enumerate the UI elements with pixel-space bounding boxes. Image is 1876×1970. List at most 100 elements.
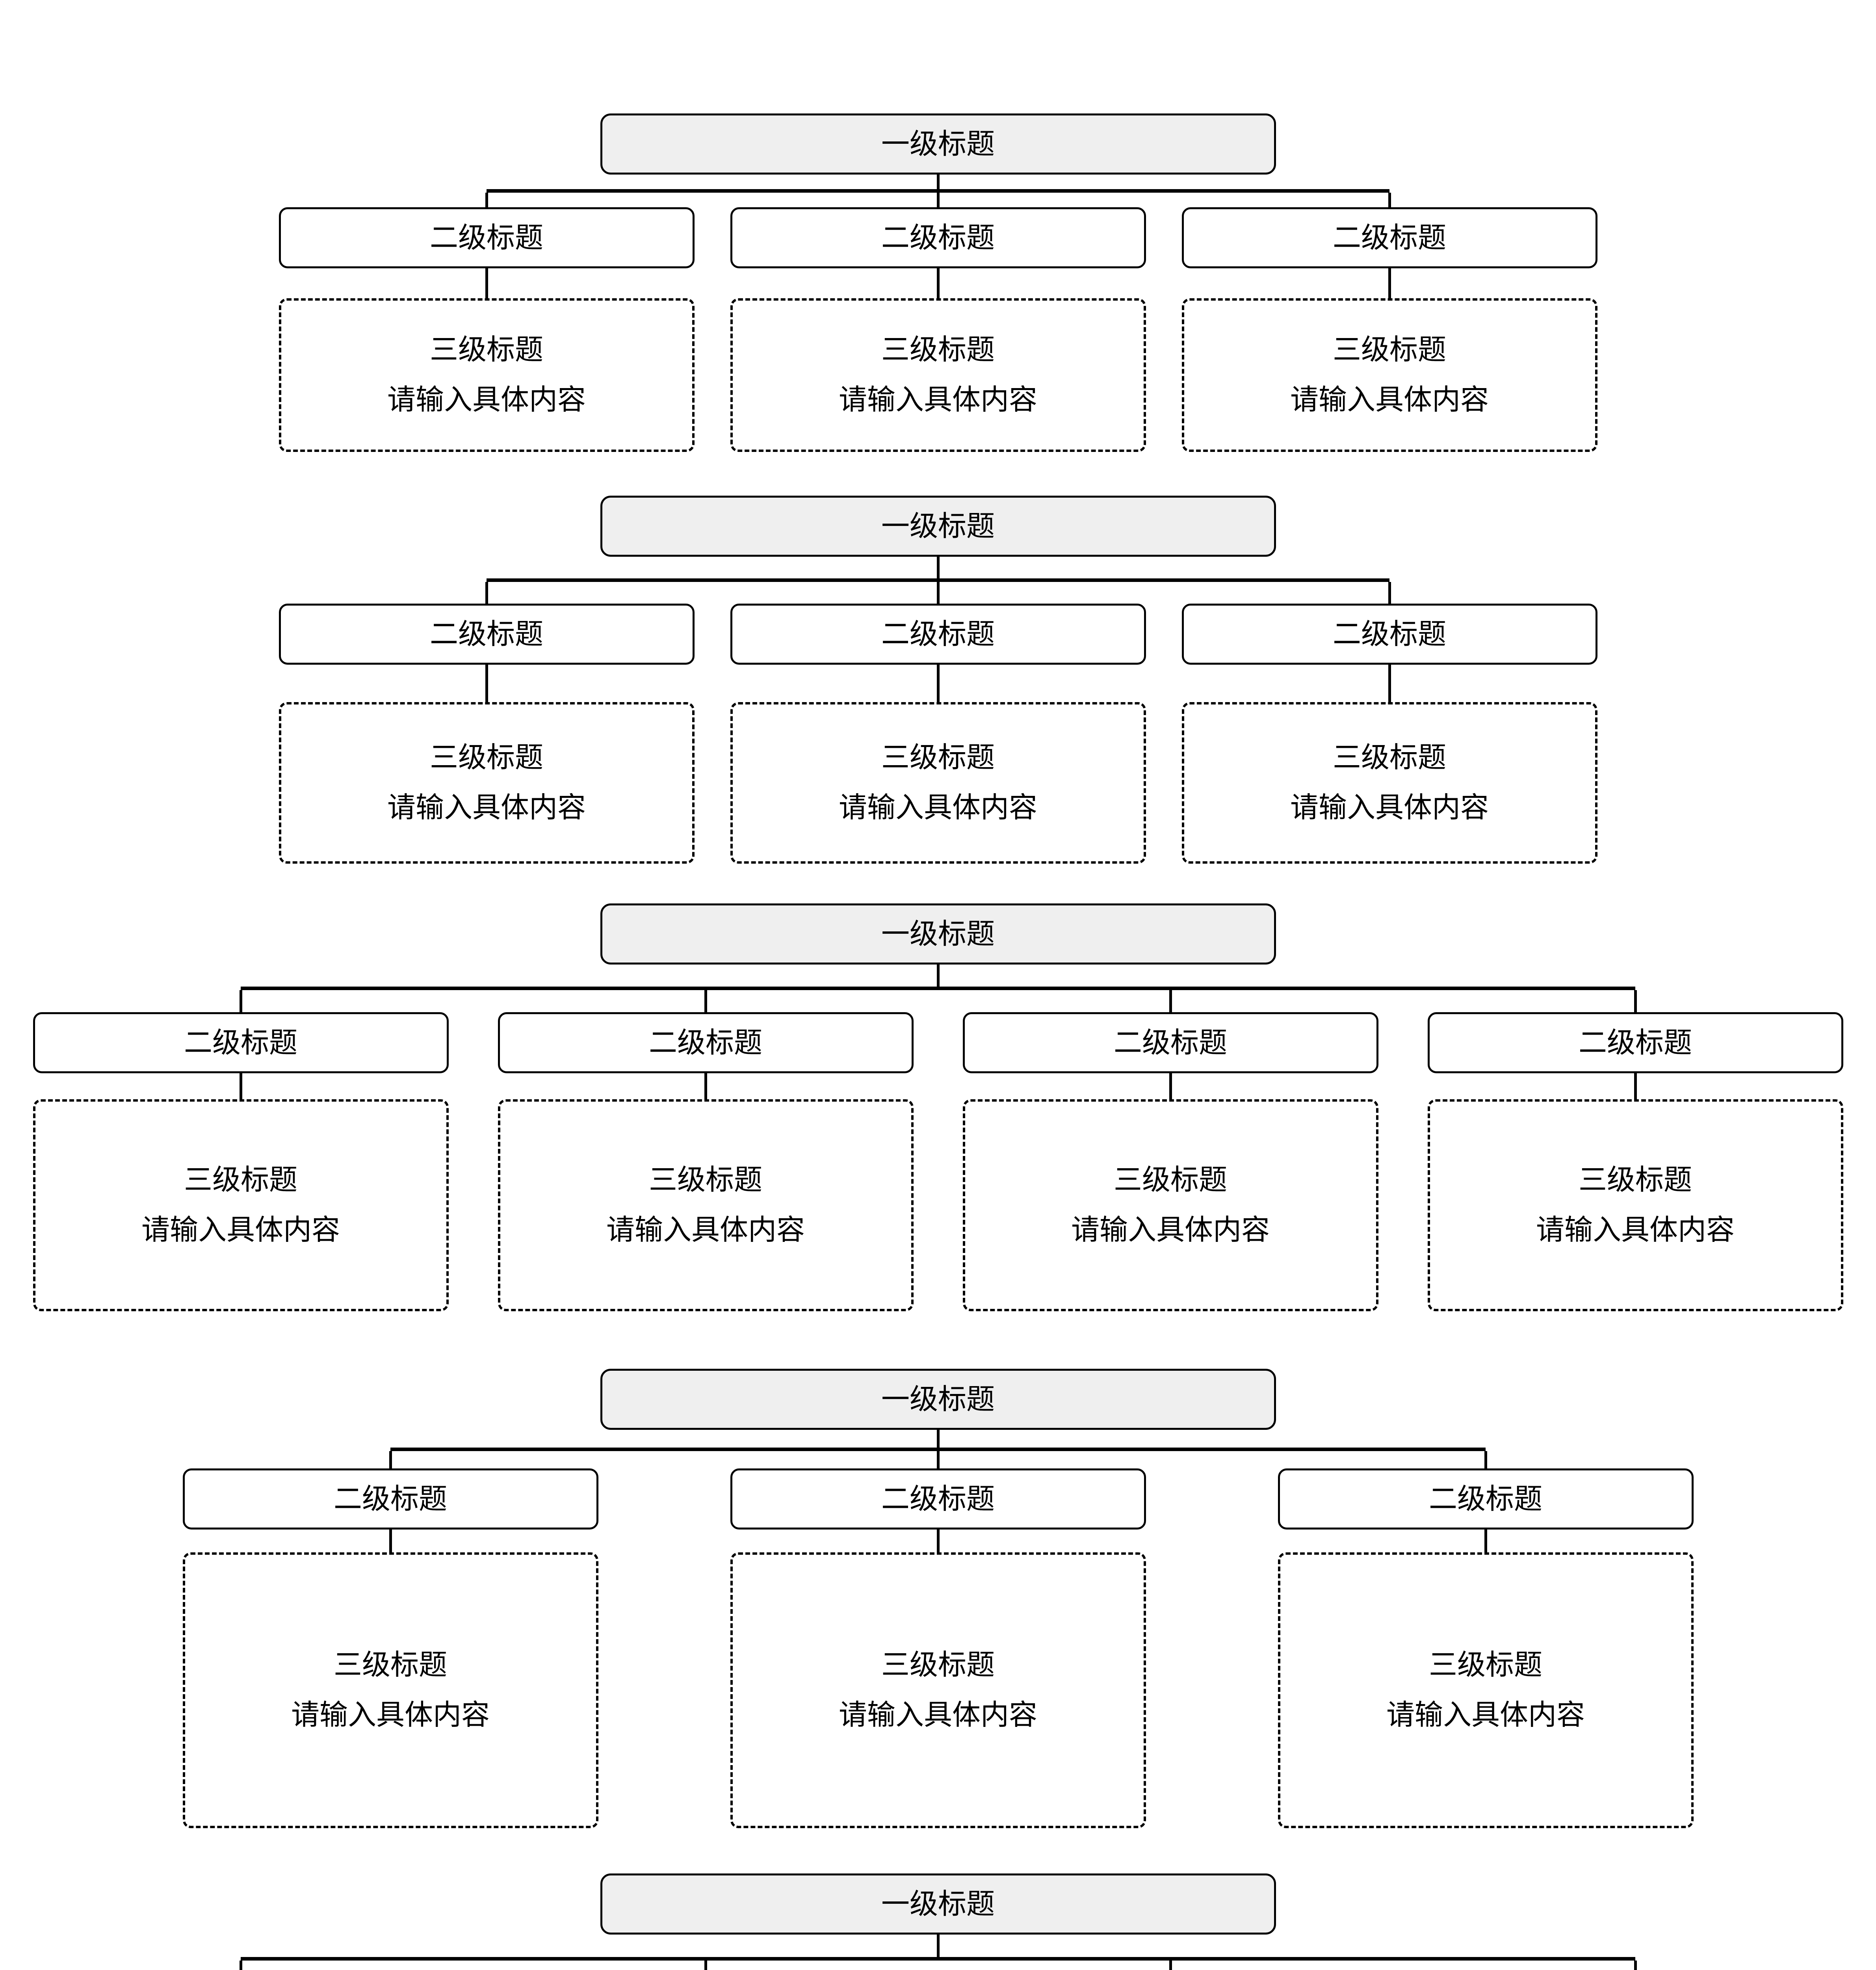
connector-detail-stub (485, 665, 488, 702)
level3-node[interactable]: 三级标题 请输入具体内容 (1181, 298, 1597, 452)
level3-node[interactable]: 三级标题 请输入具体内容 (1181, 702, 1597, 864)
connector-child-stub (1484, 1451, 1487, 1468)
level3-placeholder: 请输入具体内容 (291, 1699, 490, 1731)
connector-detail-stub (1634, 1073, 1637, 1099)
connector-horizontal-line (390, 1448, 1486, 1451)
connector-child-stub (936, 1451, 940, 1468)
org-chart-4: 一级标题 二级标题 三级标题 请输入具体内容 二级标题 三级标题 请输入具体内容 (0, 1369, 1876, 1828)
connector-detail-stub (1484, 1530, 1487, 1552)
level3-placeholder: 请输入具体内容 (141, 1214, 340, 1246)
org-chart-1: 一级标题 二级标题 三级标题 请输入具体内容 二级标题 三级标题 请输入具体内容 (0, 113, 1876, 452)
level3-node[interactable]: 三级标题 请输入具体内容 (1278, 1552, 1694, 1828)
branch-column: 二级标题 三级标题 请输入具体内容 (1181, 193, 1597, 452)
level3-placeholder: 请输入具体内容 (1071, 1214, 1270, 1246)
connector-child-stub (389, 1451, 392, 1468)
connector-detail-stub (389, 1530, 392, 1552)
level2-node[interactable]: 二级标题 (1427, 1012, 1843, 1073)
level3-placeholder: 请输入具体内容 (387, 792, 586, 823)
level2-label: 二级标题 (1113, 1027, 1227, 1059)
level2-label: 二级标题 (429, 222, 543, 254)
connector-child-stub (704, 1961, 707, 1970)
children-row: 二级标题 三级标题 请输入具体内容 二级标题 三级标题 请输入具体内容 二级标题 (279, 193, 1597, 452)
level3-node[interactable]: 三级标题 请输入具体内容 (33, 1099, 449, 1311)
connector-child-stub (704, 990, 707, 1012)
connector-child-stub (1169, 990, 1172, 1012)
level3-title: 三级标题 (184, 1164, 297, 1196)
level1-label: 一级标题 (881, 1888, 995, 1920)
branch-column: 二级标题 三级标题 请输入具体内容 (279, 582, 695, 864)
level2-node[interactable]: 二级标题 (498, 1012, 914, 1073)
connector-horizontal-line (487, 189, 1389, 193)
connector-root-stub (936, 1430, 940, 1448)
level3-placeholder: 请输入具体内容 (606, 1214, 805, 1246)
level2-node[interactable]: 二级标题 (33, 1012, 449, 1073)
level3-node[interactable]: 三级标题 请输入具体内容 (730, 702, 1146, 864)
level3-title: 三级标题 (648, 1164, 762, 1196)
level2-node[interactable]: 二级标题 (730, 1468, 1146, 1530)
org-chart-5: 一级标题 二级标题 三级标题 请输入具体内容 二级标题 三级标题 请输入具体内容 (0, 1873, 1876, 1970)
level3-node[interactable]: 三级标题 请输入具体内容 (962, 1099, 1378, 1311)
level3-node[interactable]: 三级标题 请输入具体内容 (730, 298, 1146, 452)
level1-node[interactable]: 一级标题 (600, 903, 1276, 965)
connector-child-stub (1634, 1961, 1637, 1970)
connector-child-stub (485, 582, 488, 604)
branch-column: 二级标题 三级标题 请输入具体内容 (279, 193, 695, 452)
branch-column: 二级标题 三级标题 请输入具体内容 (962, 990, 1378, 1311)
connector-detail-stub (239, 1073, 242, 1099)
level3-title: 三级标题 (1332, 334, 1446, 366)
level3-node[interactable]: 三级标题 请输入具体内容 (498, 1099, 914, 1311)
level3-node[interactable]: 三级标题 请输入具体内容 (279, 298, 695, 452)
level1-label: 一级标题 (881, 918, 995, 950)
level3-title: 三级标题 (429, 742, 543, 773)
connector-child-stub (1634, 990, 1637, 1012)
level2-label: 二级标题 (1428, 1483, 1542, 1515)
branch-column: 二级标题 三级标题 请输入具体内容 (182, 1451, 598, 1828)
level2-node[interactable]: 二级标题 (1278, 1468, 1694, 1530)
connector-detail-stub (936, 268, 940, 298)
level3-title: 三级标题 (1578, 1164, 1692, 1196)
level3-placeholder: 请输入具体内容 (1290, 792, 1489, 823)
branch-column: 二级标题 三级标题 请输入具体内容 (498, 1961, 914, 1970)
branch-column: 二级标题 三级标题 请输入具体内容 (1278, 1451, 1694, 1828)
level2-node[interactable]: 二级标题 (1181, 207, 1597, 268)
level2-node[interactable]: 二级标题 (279, 604, 695, 665)
level2-node[interactable]: 二级标题 (730, 604, 1146, 665)
level3-node[interactable]: 三级标题 请输入具体内容 (279, 702, 695, 864)
level3-node[interactable]: 三级标题 请输入具体内容 (1427, 1099, 1843, 1311)
level1-node[interactable]: 一级标题 (600, 496, 1276, 557)
level2-node[interactable]: 二级标题 (962, 1012, 1378, 1073)
level3-title: 三级标题 (333, 1649, 447, 1681)
level3-node[interactable]: 三级标题 请输入具体内容 (182, 1552, 598, 1828)
connector-detail-stub (936, 1530, 940, 1552)
children-row: 二级标题 三级标题 请输入具体内容 二级标题 三级标题 请输入具体内容 二级标题 (182, 1451, 1694, 1828)
level2-label: 二级标题 (333, 1483, 447, 1515)
branch-column: 二级标题 三级标题 请输入具体内容 (33, 1961, 449, 1970)
level1-node[interactable]: 一级标题 (600, 1873, 1276, 1935)
connector-detail-stub (485, 268, 488, 298)
level2-node[interactable]: 二级标题 (279, 207, 695, 268)
connector-horizontal-line (241, 987, 1635, 990)
connector-detail-stub (1169, 1073, 1172, 1099)
level2-node[interactable]: 二级标题 (730, 207, 1146, 268)
level3-placeholder: 请输入具体内容 (1386, 1699, 1585, 1731)
level2-node[interactable]: 二级标题 (1181, 604, 1597, 665)
level1-node[interactable]: 一级标题 (600, 113, 1276, 175)
level2-label: 二级标题 (881, 222, 995, 254)
children-row: 二级标题 三级标题 请输入具体内容 二级标题 三级标题 请输入具体内容 二级标题 (279, 582, 1597, 864)
connector-detail-stub (936, 665, 940, 702)
connector-child-stub (239, 990, 242, 1012)
level3-title: 三级标题 (1332, 742, 1446, 773)
branch-column: 二级标题 三级标题 请输入具体内容 (730, 582, 1146, 864)
children-row: 二级标题 三级标题 请输入具体内容 二级标题 三级标题 请输入具体内容 二级标题 (33, 1961, 1843, 1970)
level1-node[interactable]: 一级标题 (600, 1369, 1276, 1430)
level2-label: 二级标题 (1332, 618, 1446, 650)
level3-title: 三级标题 (881, 1649, 995, 1681)
level3-placeholder: 请输入具体内容 (838, 384, 1037, 416)
level1-label: 一级标题 (881, 510, 995, 542)
connector-horizontal-line (241, 1957, 1635, 1961)
level3-node[interactable]: 三级标题 请输入具体内容 (730, 1552, 1146, 1828)
level2-node[interactable]: 二级标题 (182, 1468, 598, 1530)
level3-placeholder: 请输入具体内容 (1536, 1214, 1735, 1246)
connector-detail-stub (704, 1073, 707, 1099)
level3-title: 三级标题 (429, 334, 543, 366)
